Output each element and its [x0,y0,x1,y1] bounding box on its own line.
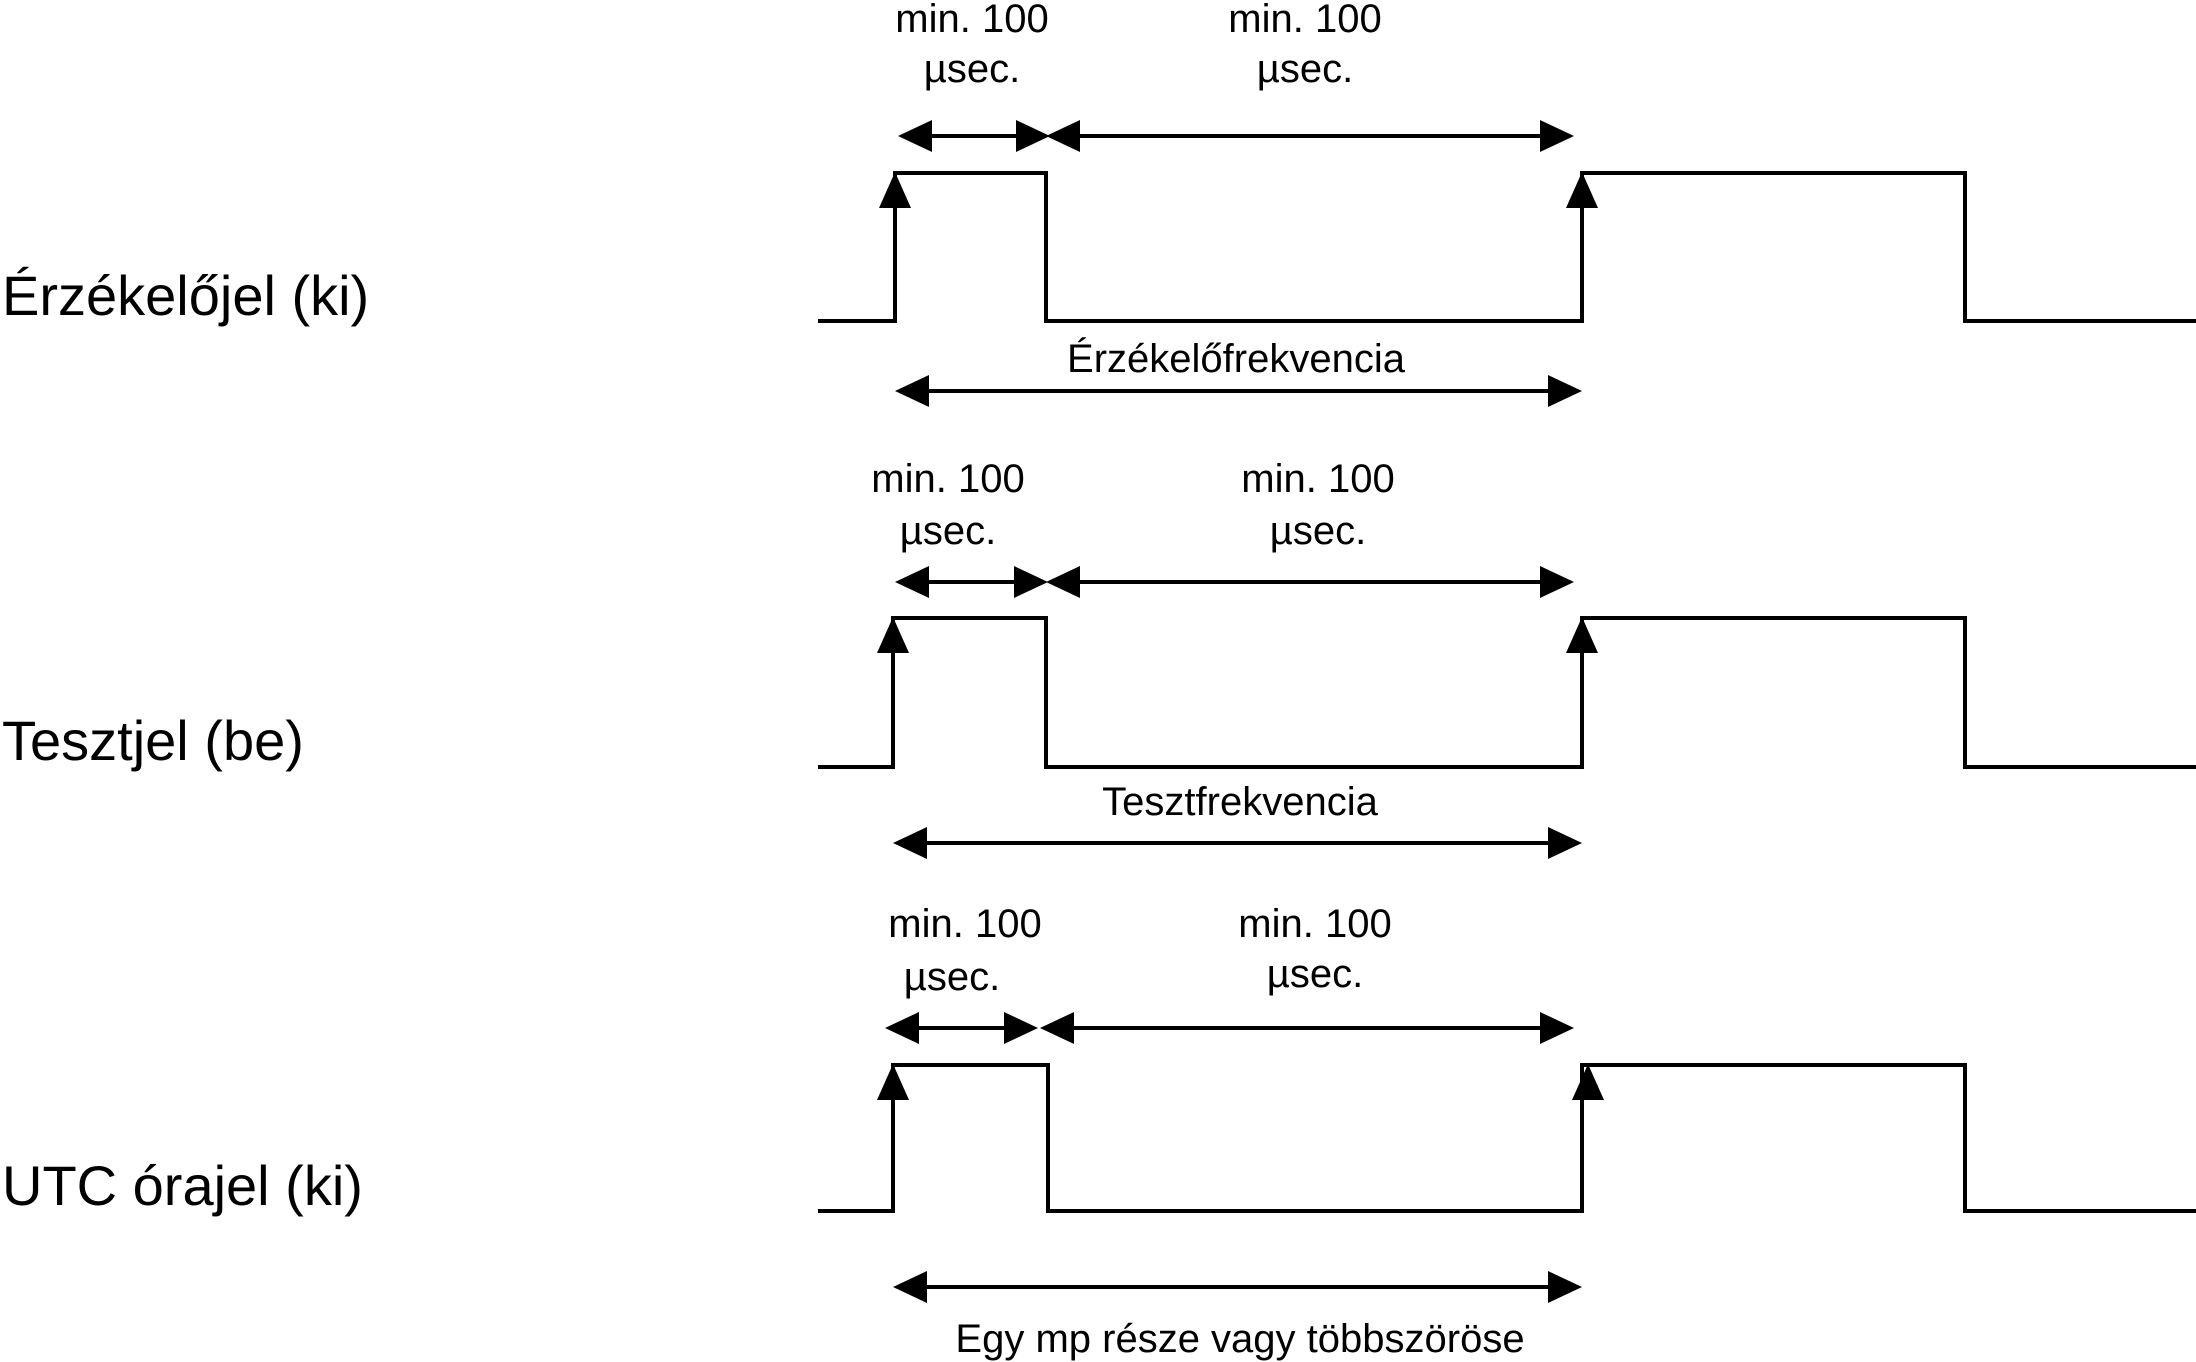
rising-edge-arrow [877,1064,909,1100]
rising-edge-arrow [877,617,909,653]
pulse-dim-label-line1: min. 100 [895,0,1048,41]
period-label-test: Tesztfrekvencia [1102,780,1378,824]
utc-waveform [818,1063,2196,1213]
signal-label-test: Tesztjel (be) [2,709,304,772]
period-dimension [895,375,1582,407]
signal-label-utc: UTC órajel (ki) [2,1154,363,1217]
period-label-sensor: Érzékelőfrekvencia [1067,336,1406,381]
test-waveform [818,616,2196,769]
sensor-waveform [818,171,2196,323]
period-dimension [893,1271,1582,1303]
gap-dim-label-line2: µsec. [1267,952,1363,996]
row-test-signal: Tesztjel (be) min. 100 µsec. min. 100 µs… [2,457,2196,859]
pulse-dim-label-line1: min. 100 [888,902,1041,946]
signal-label-sensor: Érzékelőjel (ki) [2,264,369,327]
period-label-utc: Egy mp része vagy többszöröse [955,1317,1524,1361]
gap-dim-label-line2: µsec. [1270,509,1366,553]
pulse-dim-label-line2: µsec. [900,509,996,553]
gap-width-dimension [1040,1012,1574,1044]
rising-edge-arrow [1572,1064,1604,1100]
pulse-width-dimension [885,1012,1038,1044]
pulse-dim-label-line2: µsec. [924,47,1020,91]
rising-edge-arrow [1566,617,1598,653]
gap-dim-label-line1: min. 100 [1238,902,1391,946]
pulse-dim-label-line2: µsec. [904,955,1000,999]
pulse-width-dimension [898,120,1050,152]
period-dimension [893,827,1582,859]
rising-edge-arrow [879,172,911,208]
row-sensor-signal: Érzékelőjel (ki) min. 100 µsec. min. 100… [2,0,2196,407]
pulse-dim-label-line1: min. 100 [871,457,1024,501]
gap-dim-label-line1: min. 100 [1241,457,1394,501]
gap-width-dimension [1046,566,1574,598]
gap-dim-label-line2: µsec. [1257,47,1353,91]
gap-width-dimension [1046,120,1574,152]
rising-edge-arrow [1566,172,1598,208]
gap-dim-label-line1: min. 100 [1228,0,1381,41]
row-utc-clock: UTC órajel (ki) min. 100 µsec. min. 100 … [2,902,2196,1361]
pulse-width-dimension [895,566,1048,598]
